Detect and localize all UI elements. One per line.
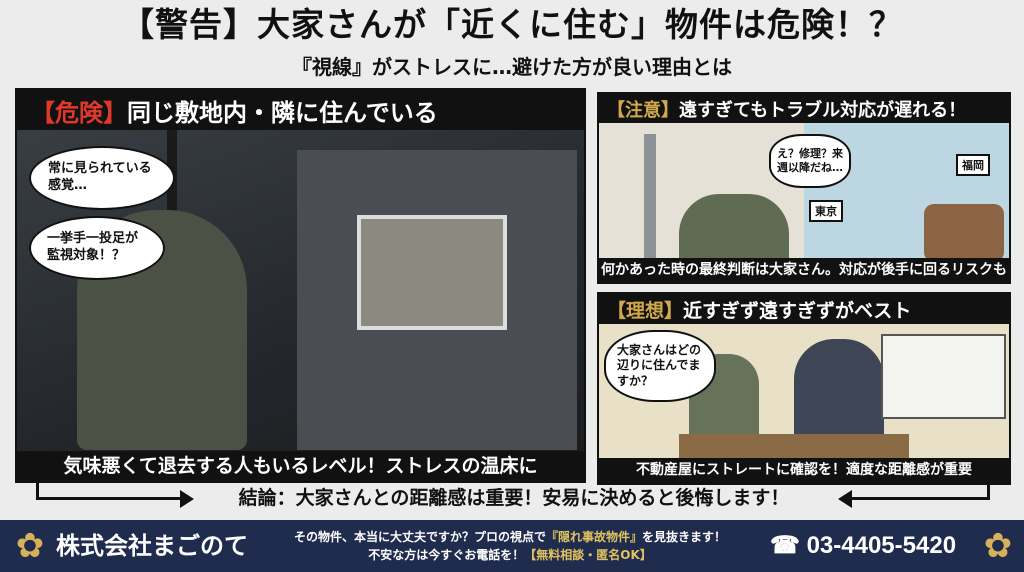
thought-bubble-monitored: 一挙手一投足が監視対象！？	[29, 216, 165, 280]
footer-message: その物件、本当に大丈夫ですか？プロの視点で『隠れ事故物件』を見抜きます！ 不安な…	[293, 530, 727, 562]
page-subtitle: 『視線』がストレスに…避けた方が良い理由とは	[292, 55, 732, 79]
arrow-right-head	[838, 490, 852, 508]
flower-crest-icon: ✿	[15, 526, 45, 566]
phone-number: 03-4405-5420	[806, 532, 957, 559]
ideal-heading: 近すぎず遠すぎずがベスト	[683, 299, 912, 322]
conclusion-text: 結論：大家さんとの距離感は重要！安易に決めると後悔します！	[238, 487, 790, 509]
speech-bubble-question: 大家さんはどの辺りに住んでますか？	[604, 330, 716, 402]
area-map-illustration	[881, 334, 1006, 419]
phone-icon: ☎	[770, 532, 800, 559]
panel-danger: 【危険】 同じ敷地内・隣に住んでいる 常に見られている感覚… 一挙手一投足が監視…	[15, 88, 586, 483]
flower-crest-icon: ✿	[983, 526, 1013, 566]
map-label-tokyo: 東京	[809, 200, 843, 222]
panel-caution-header: 【注意】 遠すぎてもトラブル対応が遅れる！	[599, 94, 1009, 123]
arrow-left-line	[36, 482, 39, 499]
footer-banner: ✿ 株式会社まごのて その物件、本当に大丈夫ですか？プロの視点で『隠れ事故物件』…	[0, 520, 1024, 572]
watching-window-illustration	[357, 215, 507, 330]
arrow-left-head	[180, 490, 194, 508]
page-title: 【警告】大家さんが「近くに住む」物件は危険！？	[121, 5, 903, 44]
agent-illustration	[794, 339, 884, 439]
thought-bubble-watched: 常に見られている感覚…	[29, 146, 175, 210]
company-name: 株式会社まごのて	[56, 532, 248, 560]
panel-ideal-header: 【理想】 近すぎず遠すぎずがベスト	[599, 294, 1009, 324]
danger-tag: 【危険】	[31, 98, 127, 127]
panel-ideal-caption: 不動産屋にストレートに確認を！適度な距離感が重要	[599, 458, 1009, 483]
panel-caution-caption: 何かあった時の最終判断は大家さん。対応が後手に回るリスクも	[599, 258, 1009, 282]
leaking-pipe-illustration	[644, 134, 656, 264]
panel-danger-header: 【危険】 同じ敷地内・隣に住んでいる	[17, 90, 584, 130]
arrow-right-line-h	[850, 497, 990, 500]
panel-ideal: 【理想】 近すぎず遠すぎずがベスト 大家さんはどの辺りに住んでますか？ 不動産屋…	[597, 292, 1011, 485]
map-label-fukuoka: 福岡	[956, 154, 990, 176]
ideal-tag: 【理想】	[607, 299, 684, 322]
panel-caution: 【注意】 遠すぎてもトラブル対応が遅れる！ え？修理？来週以降だね… 東京 福岡…	[597, 92, 1011, 284]
tenant-on-phone-illustration	[679, 194, 789, 264]
arrow-left-line-h	[36, 497, 186, 500]
caution-tag: 【注意】	[607, 99, 679, 121]
panel-danger-caption: 気味悪くて退去する人もいるレベル！ストレスの温床に	[17, 451, 584, 481]
hidden-accident-highlight: 『隠れ事故物件』	[545, 530, 642, 544]
phone-number-link[interactable]: ☎ 03-4405-5420	[770, 531, 970, 561]
arrow-right-line	[987, 482, 990, 500]
landlord-armchair-illustration	[924, 204, 1004, 262]
caution-heading: 遠すぎてもトラブル対応が遅れる！	[679, 99, 967, 121]
danger-heading: 同じ敷地内・隣に住んでいる	[127, 98, 438, 127]
desk-illustration	[679, 434, 909, 462]
free-consult-highlight: 【無料相談・匿名OK】	[524, 548, 652, 562]
speech-bubble-repair: え？修理？来週以降だね…	[769, 134, 851, 188]
